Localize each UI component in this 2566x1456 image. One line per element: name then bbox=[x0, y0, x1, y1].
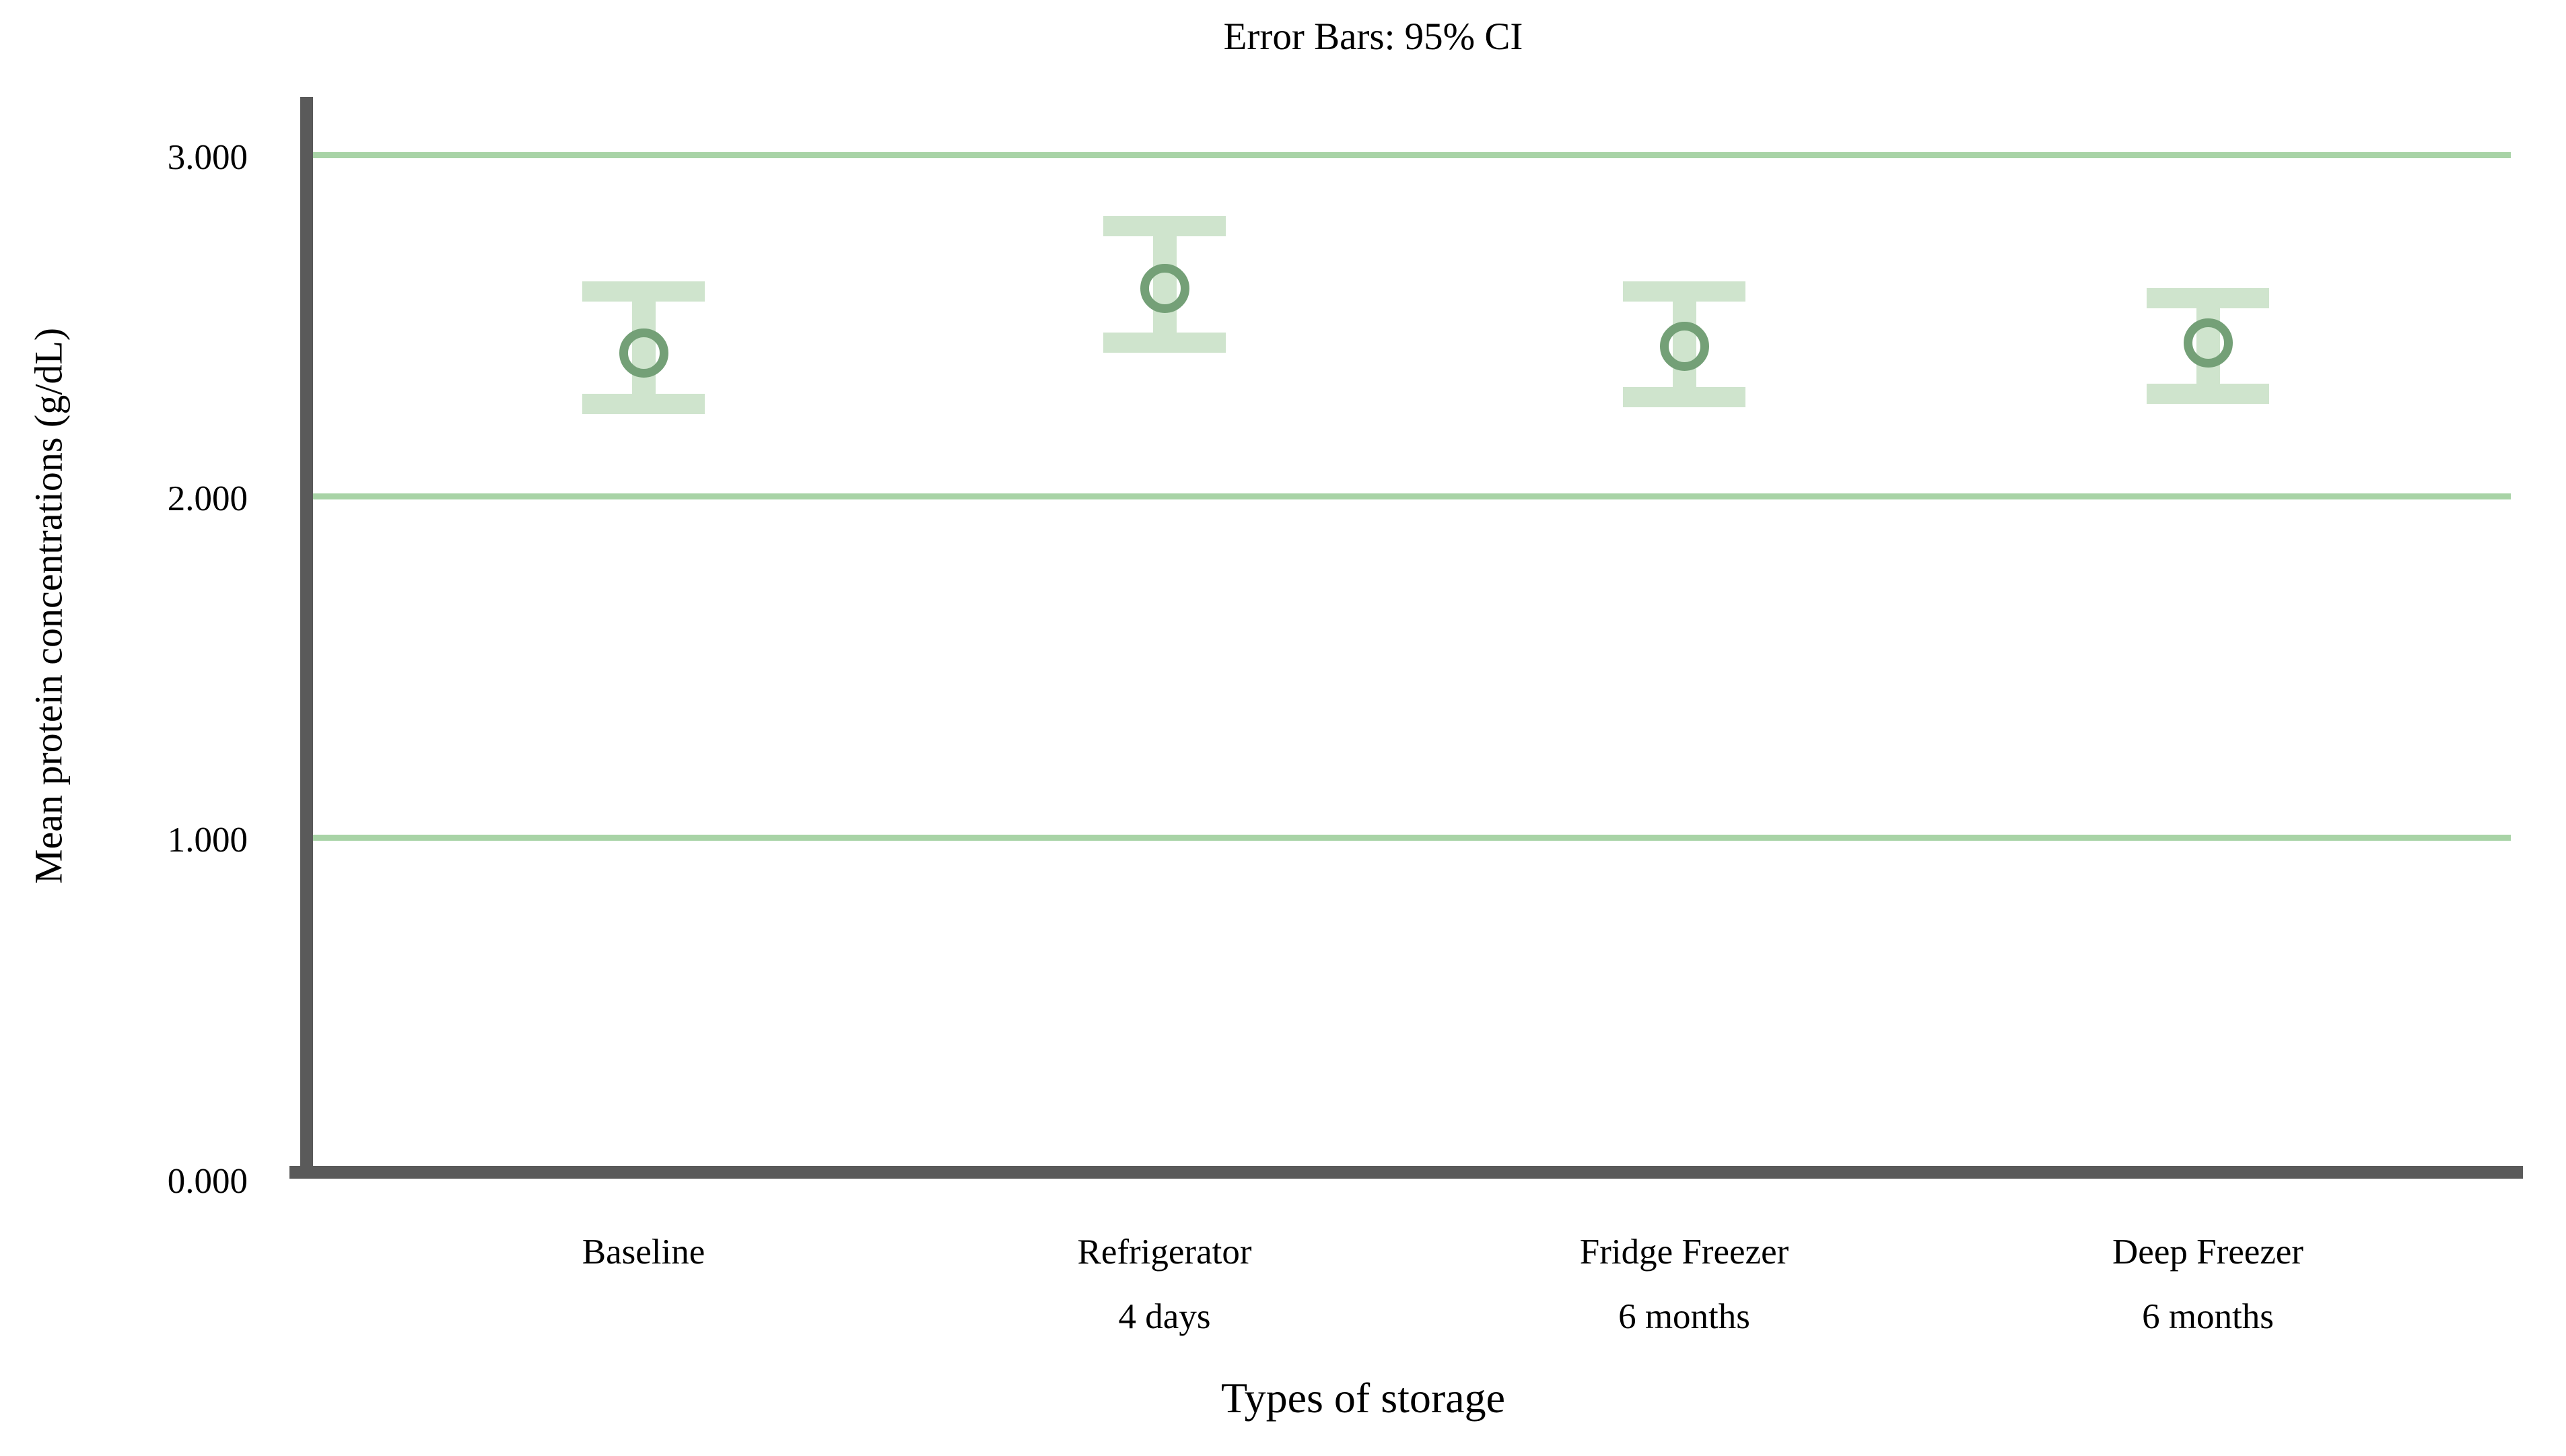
error-bar-cap-upper bbox=[1623, 281, 1745, 302]
gridline-y-1.000 bbox=[306, 835, 2511, 841]
error-bar-cap-upper bbox=[1103, 216, 1226, 237]
x-category-label-line: 6 months bbox=[1618, 1297, 1750, 1336]
mean-marker-circle bbox=[1140, 263, 1189, 313]
x-category-label-line: Deep Freezer bbox=[2112, 1233, 2303, 1272]
y-tick-label: 3.000 bbox=[167, 138, 248, 177]
mean-marker-circle bbox=[2184, 318, 2233, 368]
x-category-label-line: Refrigerator bbox=[1077, 1233, 1252, 1272]
x-category-label-line: Baseline bbox=[582, 1233, 705, 1272]
x-axis-title: Types of storage bbox=[1220, 1374, 1506, 1422]
y-axis-line bbox=[300, 97, 313, 1178]
mean-marker-circle bbox=[1660, 321, 1709, 371]
error-bar-cap-lower bbox=[582, 394, 705, 415]
x-axis-line bbox=[289, 1166, 2523, 1179]
gridline-y-2.000 bbox=[306, 493, 2511, 499]
x-category-label: Refrigerator 4 days bbox=[949, 1220, 1380, 1349]
gridline-y-3.000 bbox=[306, 152, 2511, 158]
x-category-label-line: 6 months bbox=[2142, 1297, 2274, 1336]
y-axis-title: Mean protein concentrations (g/dL) bbox=[26, 327, 71, 885]
x-category-label: Baseline bbox=[428, 1220, 859, 1284]
mean-marker-circle bbox=[619, 328, 668, 378]
error-bar-cap-lower bbox=[1623, 386, 1745, 407]
error-bar-cap-lower bbox=[2147, 383, 2269, 404]
x-category-label-line: Fridge Freezer bbox=[1579, 1233, 1789, 1272]
x-category-label: Fridge Freezer 6 months bbox=[1469, 1220, 1900, 1349]
x-category-label-line: 4 days bbox=[1118, 1297, 1211, 1336]
error-bar-cap-upper bbox=[582, 281, 705, 302]
y-tick-label: 0.000 bbox=[167, 1162, 248, 1201]
error-bar-cap-upper bbox=[2147, 287, 2269, 308]
chart-title: Error Bars: 95% CI bbox=[1223, 15, 1523, 58]
x-category-label: Deep Freezer 6 months bbox=[1992, 1220, 2423, 1349]
y-tick-label: 1.000 bbox=[167, 821, 248, 860]
y-tick-label: 2.000 bbox=[167, 479, 248, 518]
error-bar-cap-lower bbox=[1103, 332, 1226, 353]
